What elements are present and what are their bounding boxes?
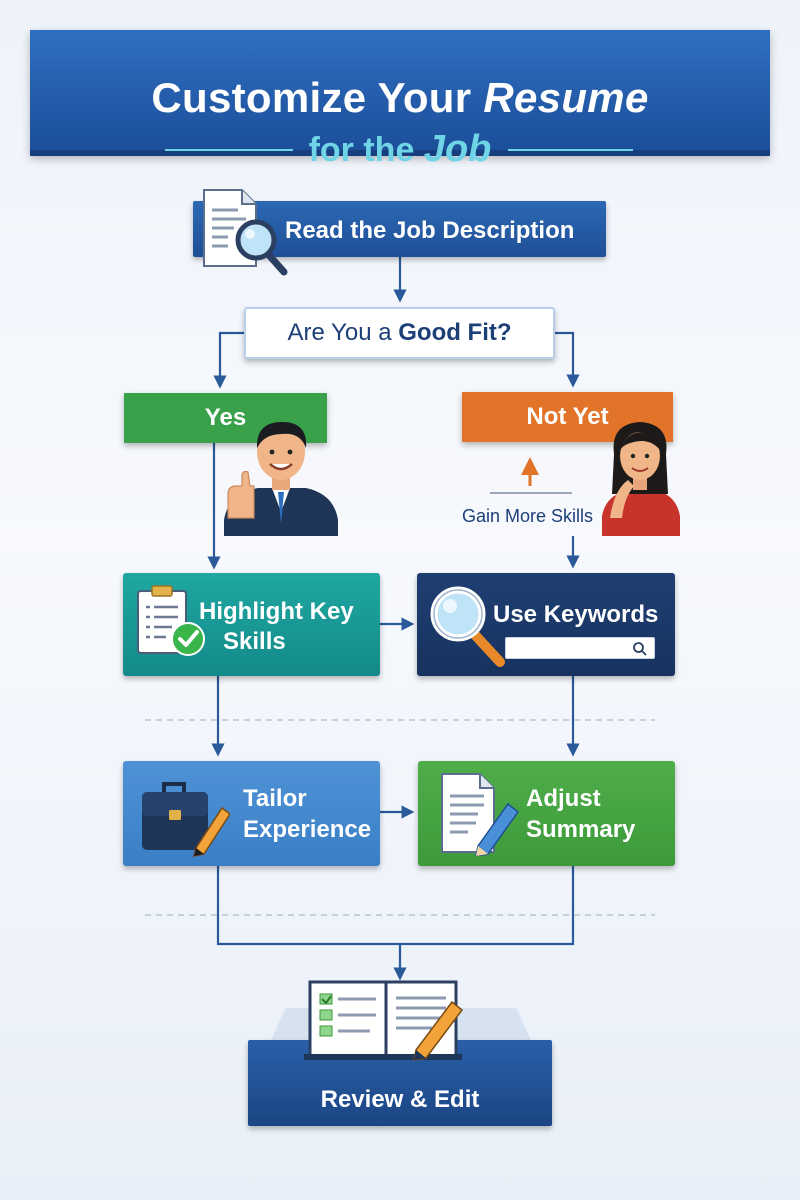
subtitle-text: for the — [308, 131, 415, 169]
briefcase-pencil-icon — [142, 782, 230, 857]
yes-label: Yes — [204, 404, 247, 431]
step-review-label: Review & Edit — [320, 1086, 480, 1113]
merge-line — [216, 866, 575, 946]
arrow-fit-to-yes — [213, 331, 244, 389]
step-adjust-label: Adjust Summary — [526, 783, 635, 845]
adjust-line1: Adjust — [526, 785, 601, 812]
search-icon — [633, 642, 647, 656]
subtitle-emphasis: Job — [423, 128, 492, 170]
step-highlight-label: Highlight Key Skills — [199, 597, 354, 657]
not-yet-label: Not Yet — [526, 403, 609, 430]
tailor-line1: Tailor — [243, 785, 307, 812]
decision-good-fit: Are You a Good Fit? — [244, 307, 555, 359]
step-tailor-label: Tailor Experience — [243, 783, 371, 845]
title-emphasis: Resume — [483, 74, 649, 121]
clipboard-check-icon — [137, 585, 205, 656]
fit-emphasis: Good Fit? — [398, 319, 512, 346]
title-text: Customize Your — [151, 74, 472, 121]
header-banner: Customize Your Resume for the Job — [30, 30, 770, 170]
branch-yes: Yes — [124, 393, 327, 443]
gain-rule — [490, 492, 572, 494]
step-keywords-label: Use Keywords — [493, 601, 659, 628]
magnifier-search-icon — [430, 586, 505, 667]
adjust-line2: Summary — [526, 816, 636, 843]
highlight-line2: Skills — [223, 628, 286, 655]
document-pencil-icon — [441, 773, 520, 856]
gain-more-skills-label: Gain More Skills — [462, 506, 594, 526]
arrow-fit-to-notyet — [555, 331, 580, 388]
open-resume-pen-icon — [304, 980, 464, 1061]
fit-text: Are You a — [287, 319, 392, 346]
page-title: Customize Your Resume — [30, 74, 770, 122]
thumbs-up-businessman-icon — [224, 422, 338, 536]
step-read-label: Read the Job Description — [285, 217, 575, 244]
subtitle-rule-right — [508, 149, 633, 151]
keywords-search-bar — [505, 637, 655, 659]
tailor-line2: Experience — [243, 816, 372, 843]
thinking-woman-icon — [602, 422, 680, 536]
document-magnifier-icon — [203, 189, 288, 276]
highlight-line1: Highlight Key — [199, 598, 354, 625]
subtitle-rule-left — [165, 149, 293, 151]
page-subtitle: for the Job — [30, 128, 770, 171]
